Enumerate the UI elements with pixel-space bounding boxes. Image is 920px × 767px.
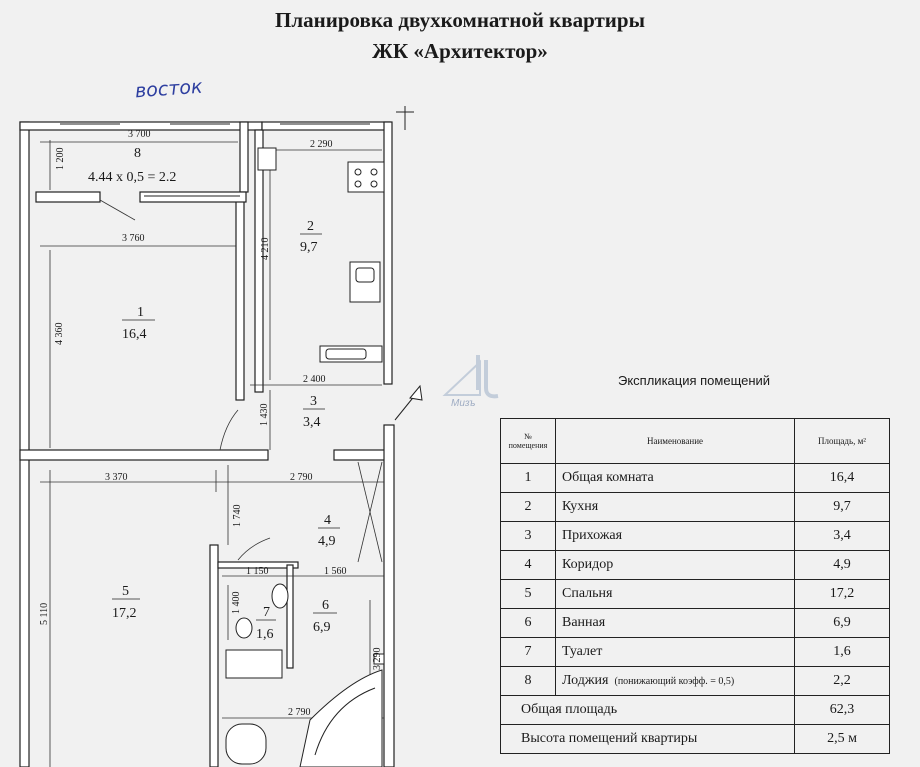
room-index: 4 <box>500 550 556 580</box>
room-index: 3 <box>500 521 556 551</box>
room-name: Коридор <box>555 550 795 580</box>
loggia-formula: 4.44 x 0,5 = 2.2 <box>88 170 176 185</box>
room-index: 1 <box>500 463 556 493</box>
dimension-label: 2 400 <box>303 374 326 385</box>
table-row: 1 Общая комната 16,4 <box>500 463 890 493</box>
table-row: 4 Коридор 4,9 <box>500 550 890 580</box>
explication-table: № помещения Наименование Площадь, м² 1 О… <box>500 418 890 754</box>
total-area-row: Общая площадь 62,3 <box>500 695 890 725</box>
dimension-label: 1 150 <box>246 566 269 577</box>
total-area-value: 62,3 <box>794 695 890 725</box>
room-index: 7 <box>500 637 556 667</box>
dimension-label: 1 740 <box>232 505 243 528</box>
dimension-label: 1 400 <box>231 592 242 615</box>
room-name-text: Лоджия <box>562 673 609 688</box>
table-row: 5 Спальня 17,2 <box>500 579 890 609</box>
column-header-area: Площадь, м² <box>794 418 890 464</box>
room-number: 7 <box>263 605 270 620</box>
doors <box>99 199 383 563</box>
plan-title: Планировка двухкомнатной квартиры <box>275 8 645 32</box>
room-area: 4,9 <box>318 534 336 549</box>
room-name: Прихожая <box>555 521 795 551</box>
room-index: 6 <box>500 608 556 638</box>
room-name: Спальня <box>555 579 795 609</box>
room-area-value: 1,6 <box>794 637 890 667</box>
dimension-label: 1 200 <box>55 148 66 171</box>
room-area-value: 16,4 <box>794 463 890 493</box>
dimension-label: 3 290 <box>372 648 383 671</box>
room-number: 8 <box>134 146 141 161</box>
dimension-label: 2 290 <box>310 139 333 150</box>
dimension-label: 2 790 <box>290 472 313 483</box>
room-number: 1 <box>137 305 144 320</box>
table-header-row: № помещения Наименование Площадь, м² <box>500 418 890 464</box>
complex-name: ЖК «Архитектор» <box>372 39 548 63</box>
watermark-text: Мизъ <box>451 398 476 409</box>
room-index: 2 <box>500 492 556 522</box>
room-name: Лоджия (понижающий коэфф. = 0,5) <box>555 666 795 696</box>
dimension-label: 1 560 <box>324 566 347 577</box>
table-row: 6 Ванная 6,9 <box>500 608 890 638</box>
room-area-value: 3,4 <box>794 521 890 551</box>
walls <box>19 121 395 767</box>
explication-title: Экспликация помещений <box>618 373 771 388</box>
compass-mark-icon <box>396 106 414 130</box>
table-row: 8 Лоджия (понижающий коэфф. = 0,5) 2,2 <box>500 666 890 696</box>
room-name: Ванная <box>555 608 795 638</box>
dimension-label: 3 760 <box>122 233 145 244</box>
table-row: 7 Туалет 1,6 <box>500 637 890 667</box>
room-area: 3,4 <box>303 415 321 430</box>
room-area: 17,2 <box>112 606 137 621</box>
watermark-logo-icon <box>442 355 499 399</box>
room-area-value: 2,2 <box>794 666 890 696</box>
room-name: Кухня <box>555 492 795 522</box>
room-name: Общая комната <box>555 463 795 493</box>
room-index: 5 <box>500 579 556 609</box>
ceiling-height-value: 2,5 м <box>794 724 890 754</box>
room-area: 1,6 <box>256 627 274 642</box>
room-area: 16,4 <box>122 327 147 342</box>
room-number: 3 <box>310 394 317 409</box>
room-name: Туалет <box>555 637 795 667</box>
room-number: 2 <box>307 219 314 234</box>
fixtures <box>225 147 385 767</box>
dimension-label: 4 360 <box>54 323 65 346</box>
column-header-name: Наименование <box>555 418 795 464</box>
total-area-label: Общая площадь <box>500 695 795 725</box>
coefficient-note: (понижающий коэфф. = 0,5) <box>614 676 735 687</box>
room-area-value: 4,9 <box>794 550 890 580</box>
ceiling-height-row: Высота помещений квартиры 2,5 м <box>500 724 890 754</box>
room-area-value: 9,7 <box>794 492 890 522</box>
dimension-label: 2 790 <box>288 707 311 718</box>
room-index: 8 <box>500 666 556 696</box>
dimension-label: 1 430 <box>259 404 270 427</box>
windows <box>60 123 370 197</box>
column-header-number: № помещения <box>500 418 556 464</box>
table-row: 2 Кухня 9,7 <box>500 492 890 522</box>
room-number: 6 <box>322 598 329 613</box>
room-number: 4 <box>324 513 331 528</box>
table-row: 3 Прихожая 3,4 <box>500 521 890 551</box>
entrance-arrow-icon <box>394 384 423 421</box>
dimension-label: 4 210 <box>260 238 271 261</box>
room-area-value: 6,9 <box>794 608 890 638</box>
room-area: 6,9 <box>313 620 331 635</box>
room-area: 9,7 <box>300 240 318 255</box>
dimension-label: 3 700 <box>128 129 151 140</box>
dimension-label: 3 370 <box>105 472 128 483</box>
ceiling-height-label: Высота помещений квартиры <box>500 724 795 754</box>
room-number: 5 <box>122 584 129 599</box>
room-area-value: 17,2 <box>794 579 890 609</box>
dimension-label: 5 110 <box>39 603 50 625</box>
